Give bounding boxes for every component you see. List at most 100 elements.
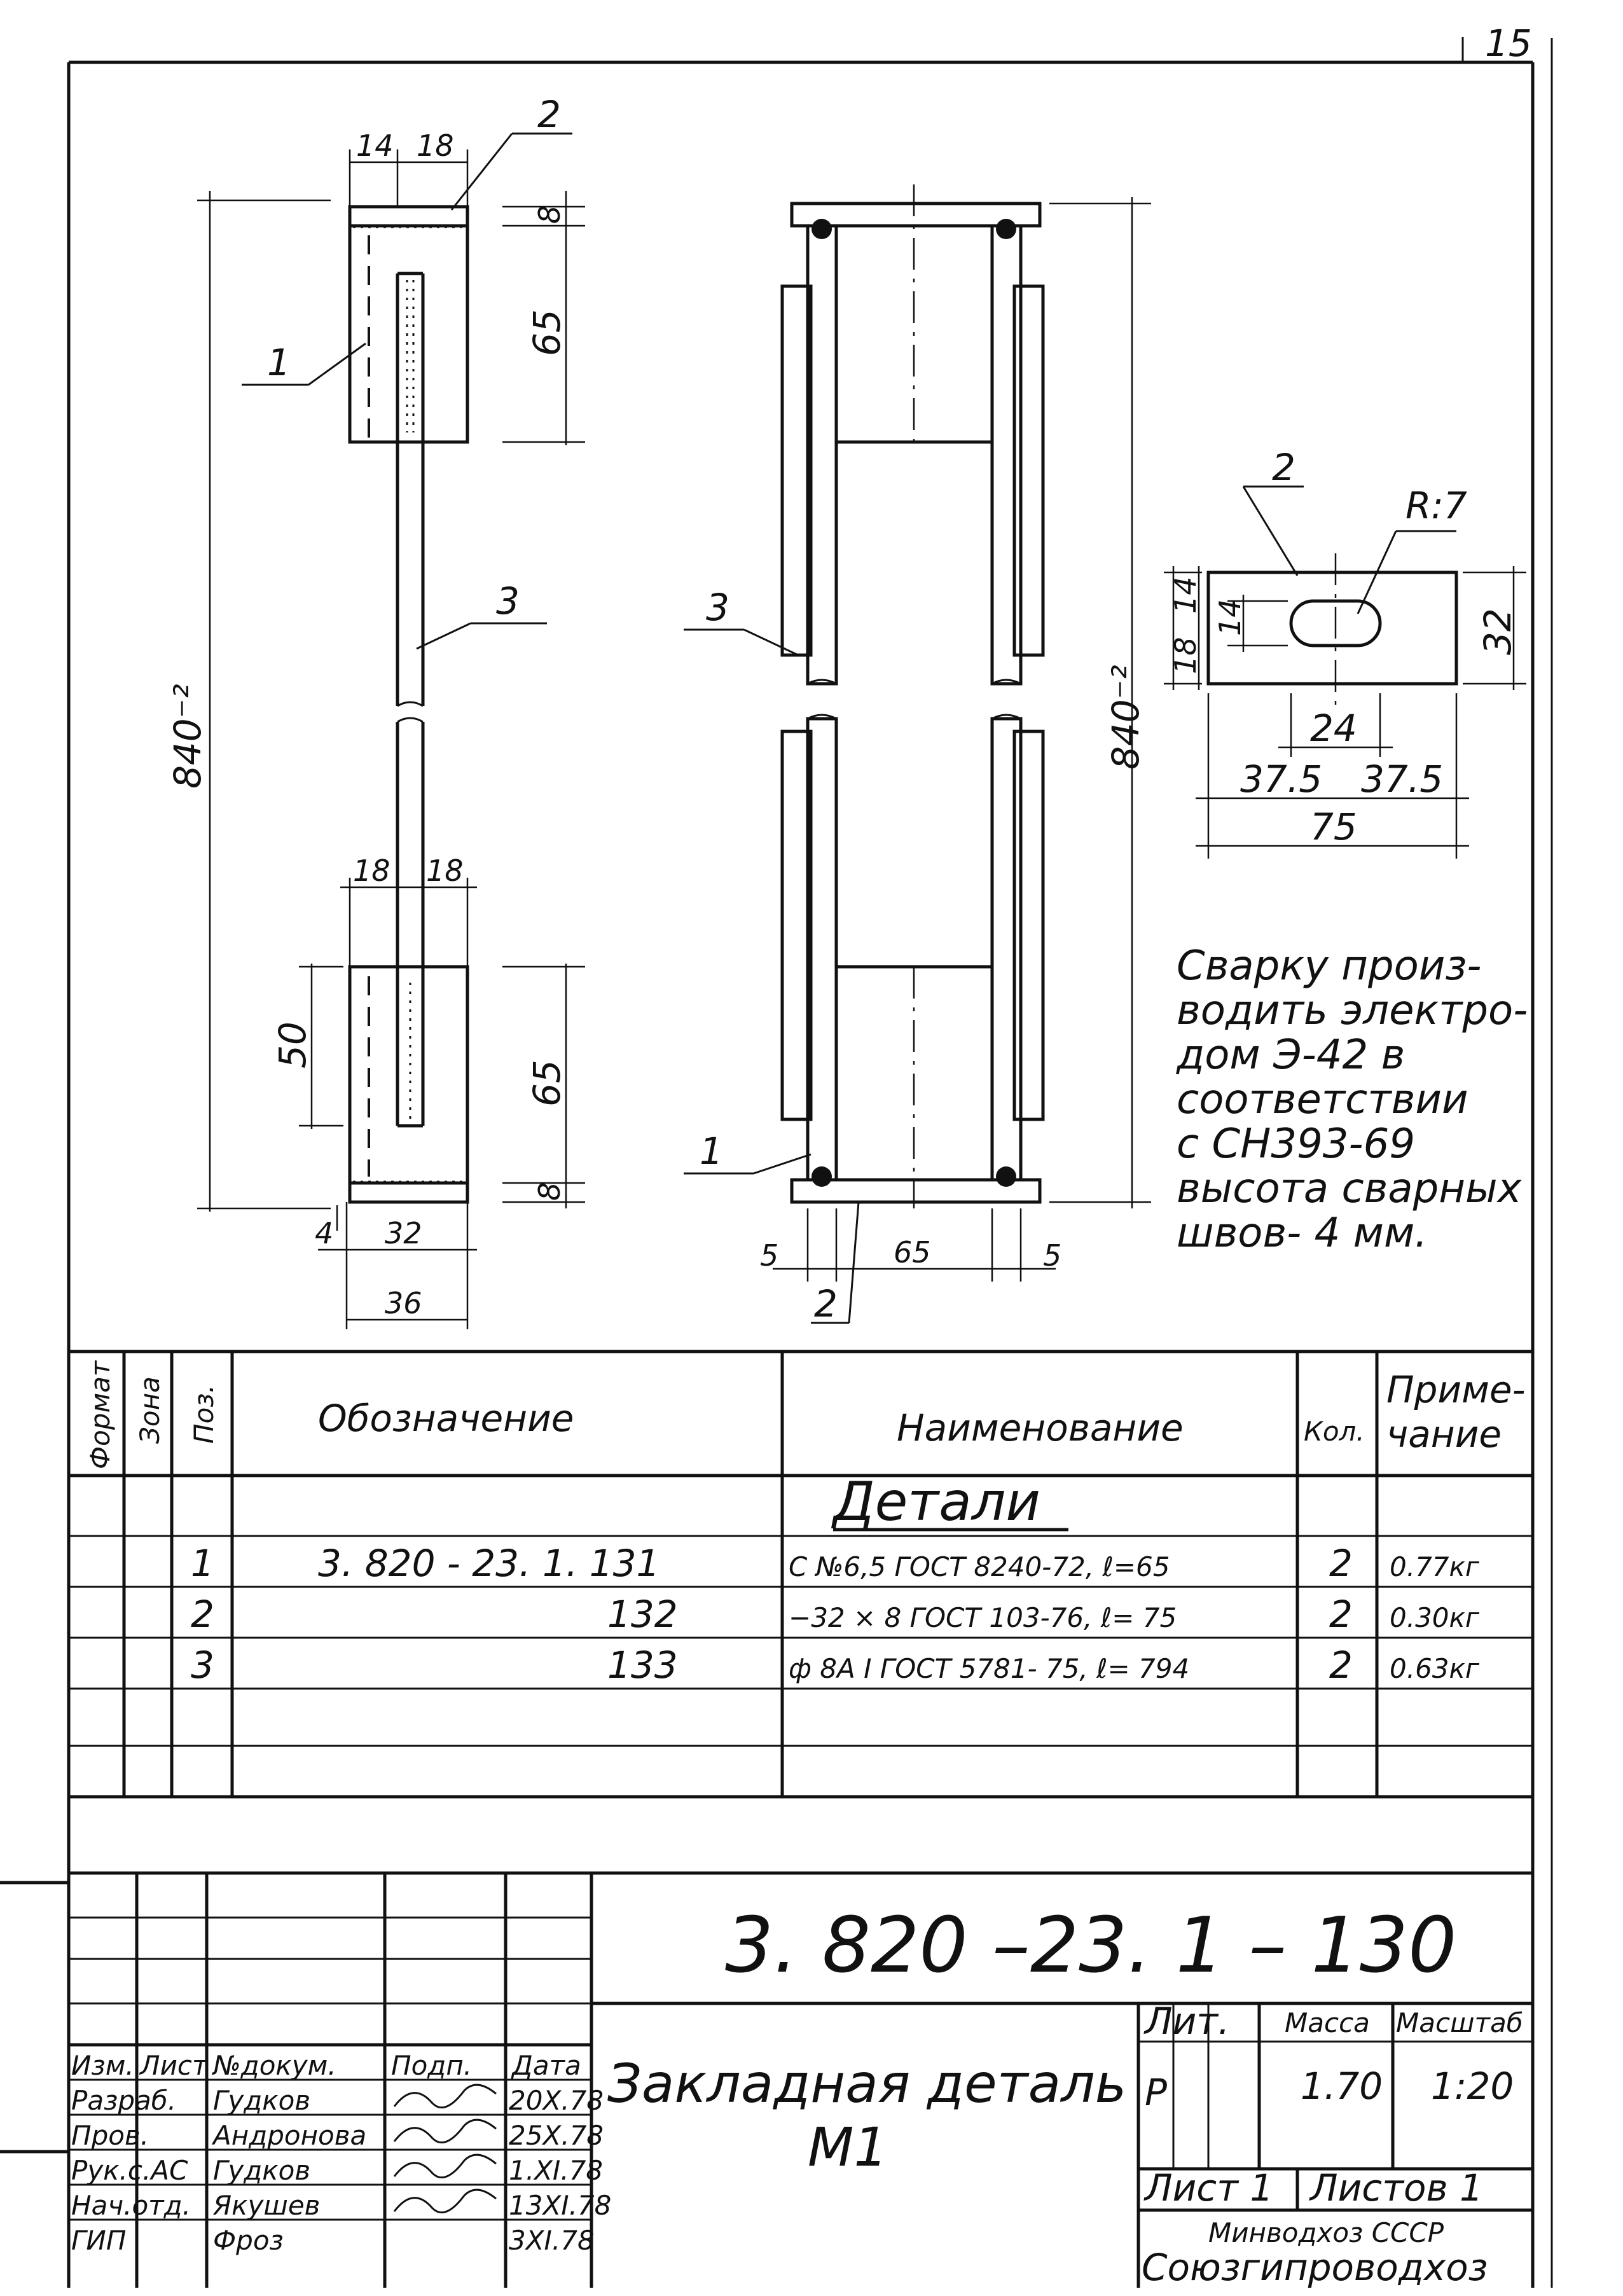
dim-bot-h: 65 xyxy=(525,1060,569,1107)
sheet-number: 15 xyxy=(1485,22,1532,65)
mass-label: Масса xyxy=(1285,2007,1370,2038)
note-line-7: швов- 4 мм. xyxy=(1177,1210,1428,1257)
side-view-labels: 14 18 18 18 4 32 36 8 65 65 8 50 840⁻² 1… xyxy=(166,93,569,1320)
dim-h-upper: 14 xyxy=(1168,576,1203,614)
table-row: 3 133 ф 8А І ГОСТ 5781- 75, ℓ= 794 2 0.6… xyxy=(191,1643,1480,1687)
person-name: Гудков xyxy=(213,2155,310,2186)
person-row: Разраб. Гудков 20Х.78 xyxy=(71,2084,604,2116)
row-designation: 133 xyxy=(607,1643,678,1687)
dim-plate-w-left: 14 xyxy=(356,128,394,163)
dim-half-left: 37.5 xyxy=(1240,757,1322,801)
person-date: 20Х.78 xyxy=(509,2085,604,2116)
row-name: С №6,5 ГОСТ 8240-72, ℓ=65 xyxy=(789,1551,1170,1582)
person-row: Рук.с.АС Гудков 1.ХI.78 xyxy=(71,2154,603,2186)
title-block-grid xyxy=(69,1873,1533,2288)
leader-pos1-side: 1 xyxy=(267,341,291,384)
spec-table-header: Формат Зона Поз. Обозначение Наименовани… xyxy=(85,1360,1526,1469)
title-block-people: Разраб. Гудков 20Х.78 Пров. Андронова 25… xyxy=(71,2084,611,2256)
title-block-headers: Изм. Лист №докум. Подп. Дата xyxy=(71,2050,581,2081)
row-note: 0.77кг xyxy=(1390,1551,1480,1582)
dim-height: 32 xyxy=(1476,608,1519,655)
note-line-2: водить электро- xyxy=(1177,987,1528,1034)
person-role: ГИП xyxy=(71,2225,126,2256)
dim-total: 36 xyxy=(385,1286,422,1320)
title-block-meta: Лит. Р Масса 1.70 Масштаб 1:20 Лист 1 Ли… xyxy=(1142,2000,1523,2289)
col-name: Наименование xyxy=(897,1406,1184,1449)
sheets-label: Листов 1 xyxy=(1309,2166,1483,2210)
row-note: 0.30кг xyxy=(1390,1602,1480,1633)
mass-value: 1.70 xyxy=(1301,2064,1383,2108)
dim-bar-half-right: 18 xyxy=(426,854,464,888)
dim-offset: 4 xyxy=(315,1216,333,1250)
lit-value: Р xyxy=(1145,2071,1167,2114)
hdr-izm: Изм. xyxy=(71,2050,134,2081)
welding-note: Сварку произ- водить электро- дом Э-42 в… xyxy=(1176,943,1528,1257)
col-zone: Зона xyxy=(134,1376,165,1444)
row-qty: 2 xyxy=(1329,1542,1353,1585)
person-name: Якушев xyxy=(212,2190,320,2221)
front-view-labels: 840⁻² 5 65 5 1 2 3 xyxy=(700,586,1147,1325)
dim-slot-w: 24 xyxy=(1310,707,1357,750)
person-row: Пров. Андронова 25Х.78 xyxy=(71,2119,604,2151)
note-line-1: Сварку произ- xyxy=(1177,943,1481,990)
note-line-3: дом Э-42 в xyxy=(1176,1032,1405,1079)
doc-number: 3. 820 –23. 1 – 130 xyxy=(725,1902,1457,1990)
signature-mark xyxy=(393,2189,497,2214)
leader-pos2-detail: 2 xyxy=(1272,446,1295,489)
leader-pos3-side: 3 xyxy=(496,579,520,623)
row-name: ф 8А І ГОСТ 5781- 75, ℓ= 794 xyxy=(789,1653,1189,1684)
dim-bar-half-left: 18 xyxy=(353,854,390,888)
scale-label: Масштаб xyxy=(1396,2007,1523,2038)
table-row: 2 132 −32 × 8 ГОСТ 103-76, ℓ= 75 2 0.30к… xyxy=(191,1593,1480,1636)
title-line-1: Закладная деталь xyxy=(607,2052,1126,2115)
person-date: 13ХI.78 xyxy=(509,2190,611,2221)
person-date: 25Х.78 xyxy=(509,2120,604,2151)
dim-bot-thk: 8 xyxy=(532,1182,567,1201)
leader-pos2-side: 2 xyxy=(537,93,561,136)
spec-section-title: Детали xyxy=(831,1470,1040,1533)
dim-h-lower: 18 xyxy=(1168,637,1203,674)
side-view-dims xyxy=(197,132,585,1329)
table-row: 1 3. 820 - 23. 1. 131 С №6,5 ГОСТ 8240-7… xyxy=(191,1542,1480,1585)
person-role: Разраб. xyxy=(71,2085,176,2116)
person-row: ГИП Фроз 3ХI.78 xyxy=(71,2225,595,2256)
hdr-sign: Подп. xyxy=(391,2050,472,2081)
leader-pos2-front: 2 xyxy=(814,1282,838,1325)
dim-top-h: 65 xyxy=(525,309,569,356)
row-qty: 2 xyxy=(1329,1593,1353,1636)
note-line-5: с СН393-69 xyxy=(1177,1121,1415,1168)
hdr-doc: №докум. xyxy=(212,2050,336,2081)
org-line-2: Союзгипроводхоз xyxy=(1142,2246,1488,2289)
leader-pos3-front: 3 xyxy=(706,586,729,629)
front-view xyxy=(780,184,1045,1208)
person-role: Пров. xyxy=(71,2120,149,2151)
dim-gap-left: 5 xyxy=(760,1238,778,1273)
col-qty: Кол. xyxy=(1304,1416,1365,1447)
dim-top-thk: 8 xyxy=(532,205,567,224)
person-name: Фроз xyxy=(213,2225,284,2256)
dim-slot-h: 14 xyxy=(1213,598,1247,636)
col-note-2: чание xyxy=(1386,1413,1502,1456)
col-format: Формат xyxy=(85,1360,116,1469)
spec-table-grid xyxy=(69,1350,1533,1875)
row-pos: 2 xyxy=(191,1593,214,1636)
dim-length-front: 840⁻² xyxy=(1104,665,1147,770)
title-line-2: М1 xyxy=(808,2116,888,2178)
row-name: −32 × 8 ГОСТ 103-76, ℓ= 75 xyxy=(789,1602,1177,1633)
col-designation: Обозначение xyxy=(318,1397,574,1440)
dim-span: 65 xyxy=(894,1235,931,1269)
person-role: Нач.отд. xyxy=(71,2190,191,2221)
dim-plate-w-right: 18 xyxy=(417,128,454,163)
dim-half-right: 37.5 xyxy=(1361,757,1443,801)
hdr-date: Дата xyxy=(511,2050,581,2081)
person-date: 3ХI.78 xyxy=(509,2225,595,2256)
plate-detail xyxy=(1164,485,1526,859)
person-date: 1.ХI.78 xyxy=(509,2155,603,2186)
org-line-1: Минводхоз СССР xyxy=(1208,2217,1444,2248)
scale-value: 1:20 xyxy=(1431,2064,1514,2108)
person-row: Нач.отд. Якушев 13ХI.78 xyxy=(71,2189,611,2221)
side-view xyxy=(348,205,469,1204)
person-role: Рук.с.АС xyxy=(71,2155,188,2186)
person-name: Андронова xyxy=(211,2120,366,2151)
